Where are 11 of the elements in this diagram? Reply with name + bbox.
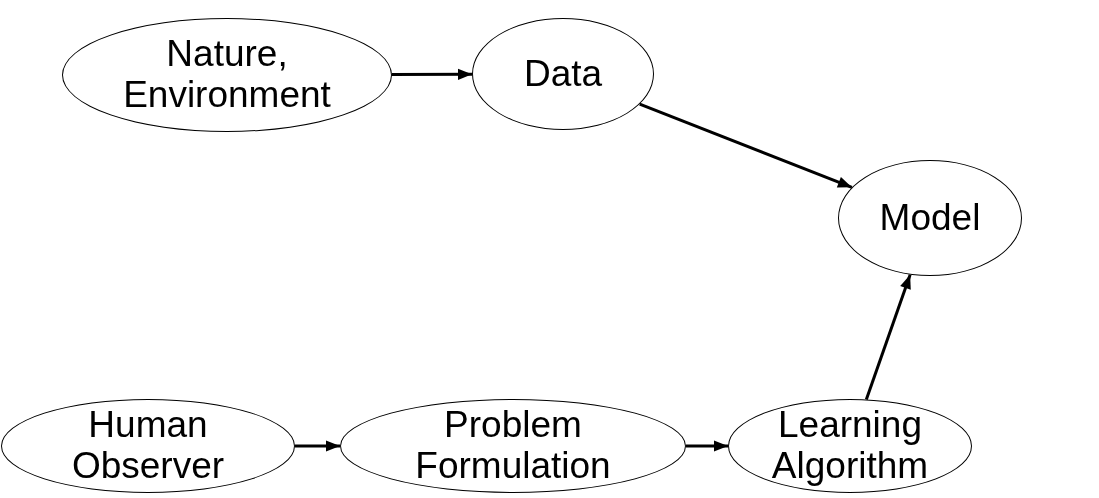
node-label: Learning Algorithm bbox=[770, 405, 930, 487]
node-label: Nature, Environment bbox=[122, 34, 332, 116]
node-label: Problem Formulation bbox=[414, 405, 612, 487]
node-label: Model bbox=[879, 197, 981, 239]
arrow bbox=[295, 440, 340, 452]
arrow bbox=[864, 274, 912, 400]
arrow bbox=[639, 102, 853, 189]
arrow bbox=[686, 440, 728, 452]
node-label: Human Observer bbox=[70, 405, 226, 487]
arrow bbox=[392, 68, 472, 80]
node-label: Data bbox=[523, 53, 603, 95]
